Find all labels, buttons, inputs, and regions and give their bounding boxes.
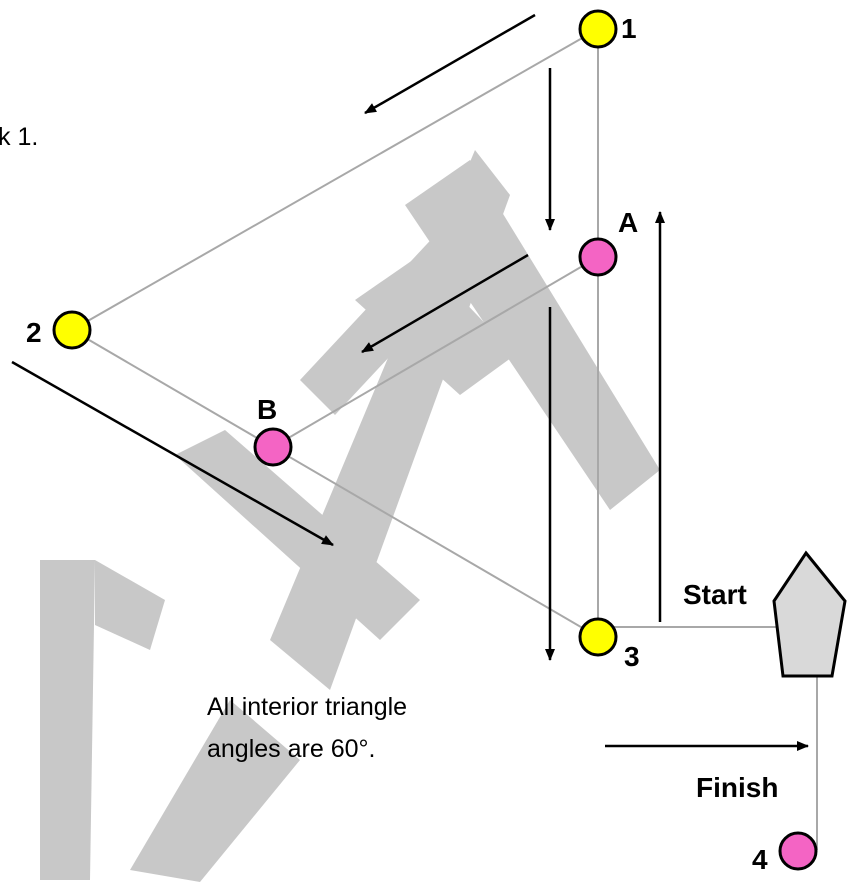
finish-label: Finish [696,772,778,803]
mark-label-3: 3 [624,641,640,672]
mark-label-4: 4 [752,844,768,875]
start-label: Start [683,579,747,610]
mark-1-buoy [578,9,618,49]
arrow-1-to-2 [364,13,536,115]
partial-text: k 1. [0,123,38,151]
course-line-1-2 [71,28,599,331]
mark-label-a: A [618,207,638,238]
course-line-a-b [272,256,599,448]
course-line-2-3 [71,329,599,638]
note-line-2: angles are 60°. [207,735,375,763]
mark-a-buoy [578,237,618,277]
draft-watermark [40,150,660,882]
arrow-a-to-b [361,253,529,354]
committee-boat-icon [772,550,847,678]
mark-4-buoy [778,831,818,871]
mark-b-buoy [253,427,293,467]
mark-3-buoy [578,617,618,657]
mark-2-buoy [52,310,92,350]
note-line-1: All interior triangle [207,693,407,721]
direction-arrows [11,13,809,751]
arrow-2-to-3 [11,360,334,547]
mark-label-2: 2 [26,317,42,348]
mark-label-1: 1 [621,13,637,44]
mark-label-b: B [257,394,277,425]
course-lines [71,28,818,850]
